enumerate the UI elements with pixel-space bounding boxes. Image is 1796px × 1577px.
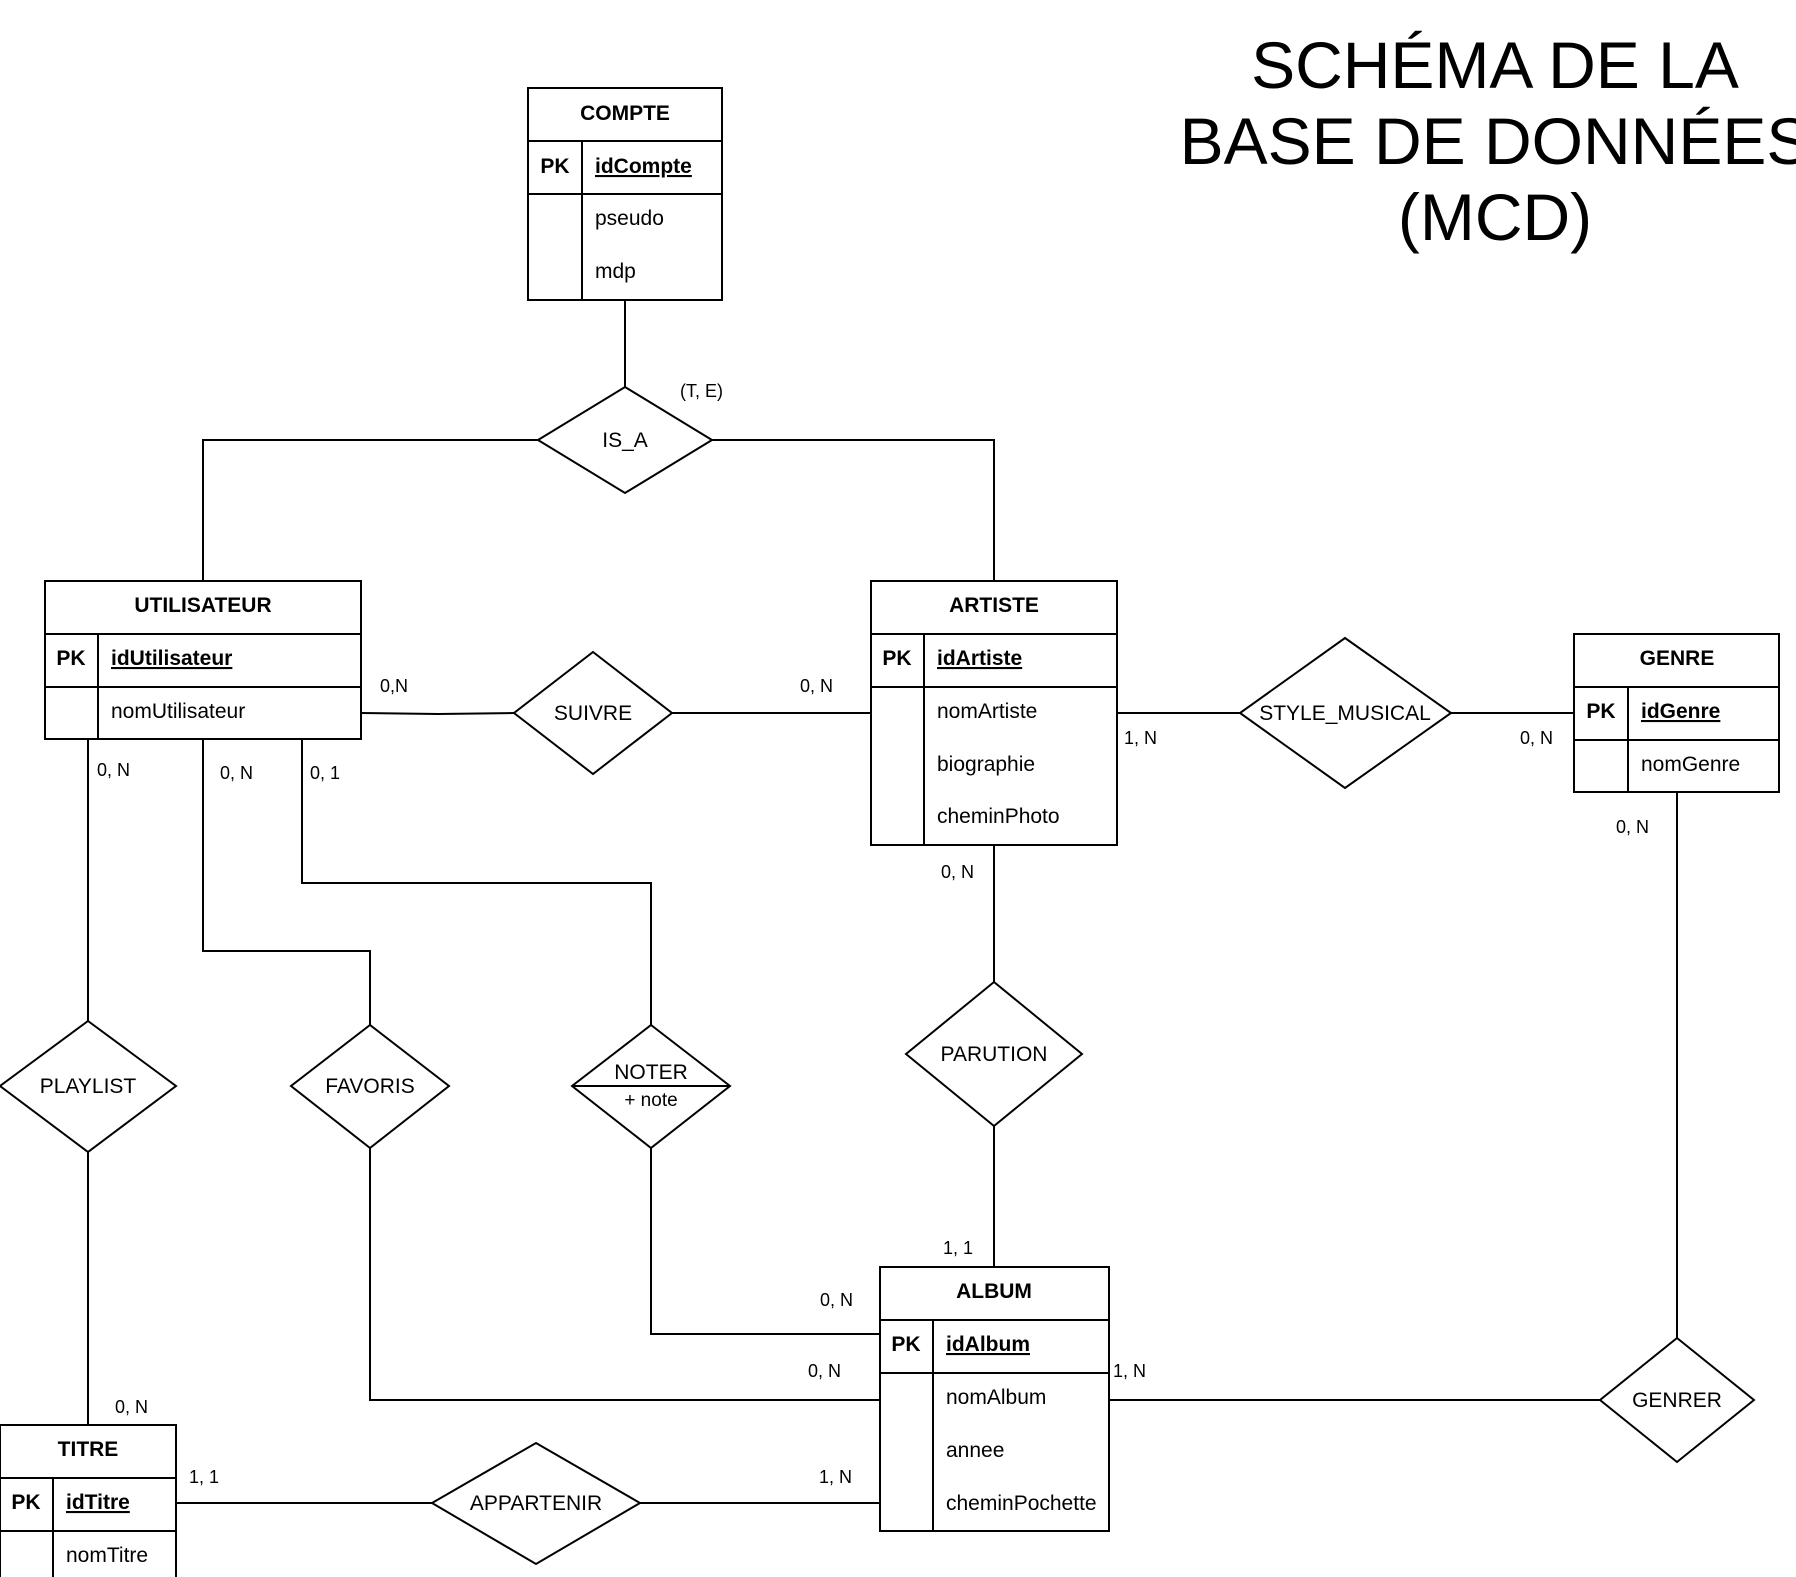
relation-playlist[interactable]: PLAYLIST xyxy=(0,1019,178,1154)
entity-compte-attr: mdp xyxy=(595,260,636,283)
entity-genre-pk: idGenre xyxy=(1641,700,1720,723)
entity-compte[interactable]: COMPTE PK idCompte pseudo mdp xyxy=(527,87,723,301)
cardinality-label: 0,N xyxy=(380,676,408,696)
line-utilisateur-noter xyxy=(301,740,652,1025)
line-utilisateur-suivre xyxy=(360,712,515,716)
entity-utilisateur-pk-tag: PK xyxy=(56,647,85,670)
cardinality-label: 0, N xyxy=(808,1361,841,1381)
entity-artiste-pk: idArtiste xyxy=(937,647,1022,670)
relation-is-a[interactable]: IS_A (T, E) xyxy=(536,381,723,495)
line-isa-utilisateur xyxy=(202,439,538,581)
entity-utilisateur-attr: nomUtilisateur xyxy=(111,700,245,723)
line-utilisateur-favoris xyxy=(202,740,371,1025)
relation-favoris-label: FAVORIS xyxy=(325,1075,414,1098)
entity-titre-box xyxy=(0,1424,177,1577)
entity-genre-box xyxy=(1573,633,1780,793)
relation-genrer[interactable]: GENRER xyxy=(1598,1336,1756,1464)
cardinality-label: 0, N xyxy=(1616,817,1649,837)
cardinality-label: 1, N xyxy=(819,1467,852,1487)
cardinality-label: 0, N xyxy=(941,862,974,882)
relation-appartenir[interactable]: APPARTENIR xyxy=(430,1441,642,1566)
cardinality-label: 1, 1 xyxy=(943,1238,973,1258)
entity-titre-pk: idTitre xyxy=(66,1491,130,1514)
relation-is-a-label: IS_A xyxy=(602,429,648,452)
cardinalities: 0,N 0, N 1, N 0, N 0, N 0, N 0, 1 0, N 0… xyxy=(97,676,1649,1487)
relation-genrer-shape xyxy=(1598,1336,1756,1464)
relation-noter[interactable]: NOTER + note xyxy=(570,1023,732,1150)
entity-compte-pk-tag: PK xyxy=(540,155,569,178)
diagram-title: SCHÉMA DE LA BASE DE DONNÉES (MCD) xyxy=(1180,28,1796,254)
entity-artiste-pk-tag: PK xyxy=(882,647,911,670)
entity-utilisateur-name: UTILISATEUR xyxy=(134,594,271,617)
entity-artiste-box xyxy=(870,580,1118,846)
entity-album-box xyxy=(879,1266,1110,1532)
relation-style-musical[interactable]: STYLE_MUSICAL xyxy=(1238,636,1453,790)
relation-appartenir-label: APPARTENIR xyxy=(470,1492,602,1515)
relation-is-a-constraint: (T, E) xyxy=(680,381,723,401)
entity-album-attr: annee xyxy=(946,1439,1004,1462)
entity-genre-attr: nomGenre xyxy=(1641,753,1740,776)
entity-album-pk: idAlbum xyxy=(946,1333,1030,1356)
cardinality-label: 1, N xyxy=(1124,728,1157,748)
entity-artiste[interactable]: ARTISTE PK idArtiste nomArtiste biograph… xyxy=(870,580,1118,846)
entity-compte-pk: idCompte xyxy=(595,155,692,178)
entity-album[interactable]: ALBUM PK idAlbum nomAlbum annee cheminPo… xyxy=(879,1266,1110,1532)
relation-suivre[interactable]: SUIVRE xyxy=(512,650,674,776)
relation-parution-shape xyxy=(904,980,1084,1128)
entity-titre[interactable]: TITRE PK idTitre nomTitre xyxy=(0,1424,177,1577)
cardinality-label: 0, N xyxy=(820,1290,853,1310)
cardinality-label: 0, N xyxy=(97,760,130,780)
entity-artiste-name: ARTISTE xyxy=(949,594,1039,617)
relation-favoris[interactable]: FAVORIS xyxy=(289,1023,451,1150)
entity-artiste-attr: nomArtiste xyxy=(937,700,1037,723)
cardinality-label: 1, 1 xyxy=(189,1467,219,1487)
entity-genre[interactable]: GENRE PK idGenre nomGenre xyxy=(1573,633,1780,793)
relation-playlist-label: PLAYLIST xyxy=(40,1075,137,1098)
entity-genre-name: GENRE xyxy=(1640,647,1715,670)
entity-compte-name: COMPTE xyxy=(580,102,670,125)
connector-lines xyxy=(87,301,1678,1504)
line-noter-album xyxy=(650,1148,880,1335)
entity-titre-name: TITRE xyxy=(58,1438,119,1461)
relation-favoris-shape xyxy=(289,1023,451,1150)
relation-suivre-shape xyxy=(512,650,674,776)
title-line-1: SCHÉMA DE LA xyxy=(1251,28,1739,102)
relation-style-musical-shape xyxy=(1238,636,1453,790)
entity-utilisateur[interactable]: UTILISATEUR PK idUtilisateur nomUtilisat… xyxy=(44,580,362,740)
relation-noter-label: NOTER xyxy=(614,1061,688,1084)
entity-titre-pk-tag: PK xyxy=(11,1491,40,1514)
entity-album-name: ALBUM xyxy=(956,1280,1032,1303)
line-isa-artiste xyxy=(712,439,995,581)
title-line-3: (MCD) xyxy=(1398,180,1592,254)
cardinality-label: 0, N xyxy=(220,763,253,783)
cardinality-label: 0, 1 xyxy=(310,763,340,783)
title-line-2: BASE DE DONNÉES xyxy=(1180,104,1796,178)
cardinality-label: 0, N xyxy=(115,1397,148,1417)
entity-genre-pk-tag: PK xyxy=(1586,700,1615,723)
relation-genrer-label: GENRER xyxy=(1632,1389,1722,1412)
cardinality-label: 1, N xyxy=(1113,1361,1146,1381)
entity-compte-attr: pseudo xyxy=(595,207,664,230)
relation-is-a-shape xyxy=(536,385,714,495)
entity-album-attr: nomAlbum xyxy=(946,1386,1046,1409)
relation-parution-label: PARUTION xyxy=(941,1043,1048,1066)
relation-noter-attribute: + note xyxy=(624,1090,677,1111)
relation-playlist-shape xyxy=(0,1019,178,1154)
relation-style-musical-label: STYLE_MUSICAL xyxy=(1259,702,1431,725)
relation-parution[interactable]: PARUTION xyxy=(904,980,1084,1128)
relation-appartenir-shape xyxy=(430,1441,642,1566)
entity-titre-attr: nomTitre xyxy=(66,1544,148,1567)
cardinality-label: 0, N xyxy=(1520,728,1553,748)
entity-utilisateur-pk: idUtilisateur xyxy=(111,647,232,670)
entity-album-attr: cheminPochette xyxy=(946,1492,1097,1515)
cardinality-label: 0, N xyxy=(800,676,833,696)
entity-artiste-attr: biographie xyxy=(937,753,1035,776)
line-favoris-album xyxy=(369,1148,880,1401)
entity-artiste-attr: cheminPhoto xyxy=(937,805,1060,828)
entity-album-pk-tag: PK xyxy=(891,1333,920,1356)
relation-suivre-label: SUIVRE xyxy=(554,702,632,725)
